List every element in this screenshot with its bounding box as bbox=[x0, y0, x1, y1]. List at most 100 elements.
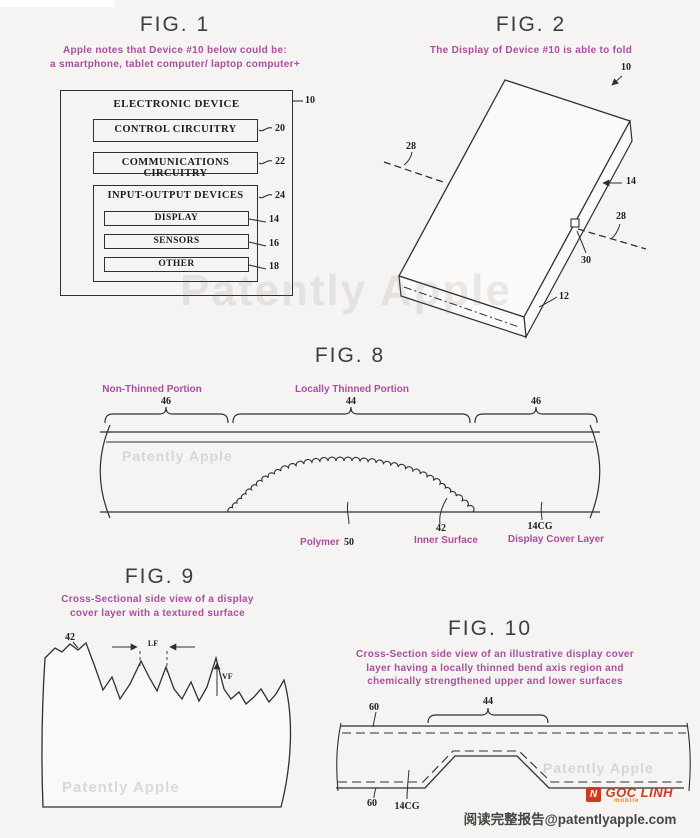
logo-sub-text: mobile bbox=[614, 798, 640, 804]
polymer-50-label: Polymer 50 bbox=[300, 532, 354, 550]
communications-circuitry-label: COMMUNICATIONS CIRCUITRY bbox=[121, 157, 230, 179]
fig9-textured-surface-drawing bbox=[41, 641, 292, 808]
fig10-caption-line3: chemically strengthened upper and lower … bbox=[367, 676, 623, 687]
device-front-side bbox=[398, 275, 527, 338]
leader-24 bbox=[258, 194, 273, 199]
fig2-title: FIG. 2 bbox=[495, 13, 567, 36]
communications-circuitry-box: COMMUNICATIONS CIRCUITRY bbox=[93, 152, 258, 179]
ref-44-fig10: 44 bbox=[483, 696, 493, 707]
display-label: DISPLAY bbox=[154, 213, 199, 223]
fig8-cross-section-drawing bbox=[99, 406, 601, 525]
sensors-box: SENSORS bbox=[104, 234, 249, 249]
ref-42-fig8: 42 bbox=[436, 523, 446, 534]
ref-20: 20 bbox=[275, 123, 285, 134]
leader-14cg bbox=[540, 501, 543, 521]
fig2-caption: The Display of Device #10 is able to fol… bbox=[429, 45, 633, 56]
watermark-patently-apple-fig8: Patently Apple bbox=[122, 448, 233, 464]
leader-28-right bbox=[610, 223, 621, 240]
fold-axis-left bbox=[383, 161, 447, 184]
leader-42 bbox=[439, 497, 448, 525]
sensors-label: SENSORS bbox=[153, 236, 200, 246]
fig1-title: FIG. 1 bbox=[139, 13, 211, 36]
fig9-caption: Cross-Sectional side view of a display c… bbox=[20, 593, 295, 620]
textured-layer-outline bbox=[41, 641, 292, 808]
ref-16: 16 bbox=[269, 238, 279, 249]
ref-46-right: 46 bbox=[531, 396, 541, 407]
display-cover-layer-label: Display Cover Layer bbox=[507, 534, 605, 545]
display-box: DISPLAY bbox=[104, 211, 249, 226]
polymer-text: Polymer bbox=[300, 537, 340, 548]
logo-n-icon: N bbox=[586, 787, 601, 802]
ref-24: 24 bbox=[275, 190, 285, 201]
input-output-devices-label: INPUT-OUTPUT DEVICES bbox=[107, 190, 244, 201]
left-break-edge-10 bbox=[336, 722, 342, 792]
hidden-bend-line bbox=[403, 286, 520, 328]
ref-60-top: 60 bbox=[369, 702, 379, 713]
fig8-title: FIG. 8 bbox=[314, 344, 386, 367]
read-full-report-text: 阅读完整报告@patentlyapple.com bbox=[463, 812, 677, 827]
ref-14-fig1: 14 bbox=[269, 214, 279, 225]
ref-14-fig2: 14 bbox=[626, 176, 636, 187]
ref-18: 18 bbox=[269, 261, 279, 272]
lower-surface-line bbox=[336, 755, 684, 789]
ref-50: 50 bbox=[343, 537, 354, 548]
inner-surface-label: Inner Surface bbox=[414, 535, 478, 546]
fold-axis-right bbox=[577, 228, 647, 250]
ref-44-fig8: 44 bbox=[346, 396, 356, 407]
right-break-edge bbox=[589, 424, 601, 519]
leader-42-surface bbox=[72, 641, 79, 649]
ref-10-fig2: 10 bbox=[621, 62, 631, 73]
fig1-caption-line1: Apple notes that Device #10 below could … bbox=[62, 45, 288, 56]
leader-14cg-10 bbox=[406, 769, 410, 800]
locally-thinned-portion-label: Locally Thinned Portion bbox=[295, 384, 409, 395]
ref-lf: LF bbox=[147, 639, 159, 648]
ref-46-left: 46 bbox=[161, 396, 171, 407]
control-circuitry-label: CONTROL CIRCUITRY bbox=[114, 124, 237, 135]
fig10-bend-axis-drawing bbox=[336, 707, 691, 800]
leader-28-left bbox=[403, 151, 413, 166]
fig1-caption-line2: a smartphone, tablet computer/ laptop co… bbox=[50, 58, 300, 70]
other-label: OTHER bbox=[158, 259, 195, 269]
fig2-foldable-device-drawing bbox=[383, 75, 647, 340]
ref-14cg-fig10: 14CG bbox=[394, 801, 420, 812]
fig9-caption-line1: Cross-Sectional side view of a display bbox=[61, 594, 254, 605]
leader-polymer-50 bbox=[346, 501, 350, 525]
leader-30 bbox=[576, 230, 587, 254]
watermark-patently-apple-main: Patently Apple bbox=[180, 266, 512, 315]
brace-left-46 bbox=[104, 406, 229, 424]
right-break-edge-10 bbox=[686, 722, 691, 792]
logo-brand-name: GOC LINH bbox=[605, 785, 674, 800]
ref-22: 22 bbox=[275, 156, 285, 167]
leader-12 bbox=[538, 296, 558, 308]
lower-strengthened-dashed bbox=[338, 750, 682, 783]
brace-right-46 bbox=[474, 406, 598, 424]
ref-28-left: 28 bbox=[406, 141, 416, 152]
ngoc-linh-logo: N GOC LINH mobile bbox=[586, 784, 674, 804]
leader-60-top bbox=[372, 711, 377, 728]
ref-60-bottom: 60 bbox=[367, 798, 377, 809]
fig10-caption: Cross-Section side view of an illustrati… bbox=[330, 648, 660, 689]
scan-edge-artifact bbox=[0, 0, 115, 7]
leader-60-bottom bbox=[373, 787, 377, 799]
non-thinned-portion-label: Non-Thinned Portion bbox=[102, 384, 202, 395]
left-break-edge bbox=[99, 424, 111, 519]
ref-42-fig9: 42 bbox=[65, 632, 75, 643]
brace-44-region bbox=[427, 707, 549, 724]
ref-12: 12 bbox=[559, 291, 569, 302]
fig10-caption-line2: layer having a locally thinned bend axis… bbox=[366, 662, 624, 674]
watermark-patently-apple-fig10: Patently Apple bbox=[543, 760, 654, 776]
fig1-caption: Apple notes that Device #10 below could … bbox=[15, 44, 335, 71]
leader-20 bbox=[258, 127, 273, 132]
fig9-title: FIG. 9 bbox=[124, 565, 196, 588]
ref-28-right: 28 bbox=[616, 211, 626, 222]
ref-30: 30 bbox=[581, 255, 591, 266]
hinge-point-marker bbox=[570, 218, 580, 228]
polymer-dome-scalloped bbox=[227, 456, 475, 513]
ref-14cg-fig8: 14CG bbox=[527, 521, 553, 532]
input-output-devices-box: INPUT-OUTPUT DEVICES DISPLAY SENSORS OTH… bbox=[93, 185, 258, 282]
other-box: OTHER bbox=[104, 257, 249, 272]
leader-22 bbox=[258, 160, 273, 165]
fig10-title: FIG. 10 bbox=[447, 617, 533, 640]
